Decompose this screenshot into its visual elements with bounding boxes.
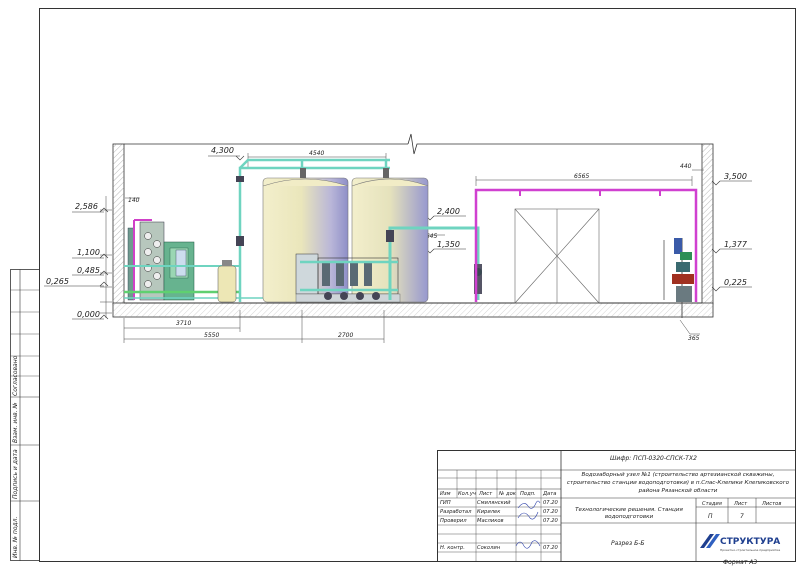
title-block xyxy=(437,450,796,562)
pipe-magenta-overhead xyxy=(474,188,698,302)
dim-5550: 5550 xyxy=(204,332,219,339)
sheet-frame xyxy=(10,8,796,562)
level-mark-3500: 3,500 xyxy=(711,172,752,186)
tb-cipher: Шифр: ПСП-0320-СПСК-ТХ2 xyxy=(610,455,697,462)
svg-text:7: 7 xyxy=(740,513,744,520)
tb-section-title: Технологические решения. Станция водопод… xyxy=(575,507,683,520)
svg-text:Лист: Лист xyxy=(733,501,748,507)
svg-text:Подп.: Подп. xyxy=(520,491,536,497)
company-logo: СТРУКТУРА Проектно-строительное предприя… xyxy=(700,534,780,552)
level-mark-4300: 4,300 xyxy=(208,146,245,161)
svg-text:П: П xyxy=(708,513,713,520)
svg-text:0,485: 0,485 xyxy=(77,266,100,275)
svg-text:07.20: 07.20 xyxy=(543,545,559,551)
level-mark-0225: 0,225 xyxy=(711,278,752,292)
dim-2700: 2700 xyxy=(338,332,353,339)
dim-2645: 2645 xyxy=(422,233,437,240)
tb-project: Водозаборный узел №1 (строительство арте… xyxy=(566,472,790,494)
level-mark-2586: 2,586 xyxy=(72,202,109,213)
svg-text:4,300: 4,300 xyxy=(211,146,234,155)
svg-text:№ док: № док xyxy=(498,491,517,497)
stamp-vzam-inv: Взам. инв. № xyxy=(12,402,19,443)
dim-4540: 4540 xyxy=(309,150,324,157)
svg-text:0,000: 0,000 xyxy=(77,310,100,319)
inlet-assembly xyxy=(663,238,694,318)
dim-140: 140 xyxy=(128,197,140,204)
svg-text:Н. контр.: Н. контр. xyxy=(440,545,465,551)
svg-text:Разработал: Разработал xyxy=(440,509,472,515)
svg-text:СТРУКТУРА: СТРУКТУРА xyxy=(720,537,780,547)
building-section xyxy=(112,133,714,318)
svg-text:2,586: 2,586 xyxy=(75,202,98,211)
svg-text:1,350: 1,350 xyxy=(437,240,460,249)
dosing-tank xyxy=(217,260,237,303)
dim-440: 440 xyxy=(680,163,692,170)
svg-text:Смилянский: Смилянский xyxy=(477,500,511,506)
stamp-soglasovano: Согласовано xyxy=(12,355,19,396)
svg-text:Проектно-строительное предприя: Проектно-строительное предприятие xyxy=(720,548,780,552)
level-mark-1100: 1,100 xyxy=(72,248,109,259)
level-mark-0000: 0,000 xyxy=(72,310,109,320)
svg-text:Дата: Дата xyxy=(542,491,556,497)
dim-6565: 6565 xyxy=(574,173,589,180)
level-mark-1377: 1,377 xyxy=(711,240,752,254)
signatures xyxy=(515,500,541,549)
svg-text:07.20: 07.20 xyxy=(543,518,559,524)
stamp-inv-podl: Инв. № подл. xyxy=(12,517,19,558)
dim-3710: 3710 xyxy=(176,320,191,327)
dim-365: 365 xyxy=(688,335,700,342)
svg-text:1,377: 1,377 xyxy=(724,240,748,249)
level-mark-1350: 1,350 xyxy=(425,240,466,254)
stamp-podpis-data: Подпись и дата xyxy=(12,449,19,499)
tb-people: ГИП Смилянский 07.20 Разработал Кирилек … xyxy=(440,500,559,551)
svg-text:2,400: 2,400 xyxy=(437,207,460,216)
svg-text:0,265: 0,265 xyxy=(46,277,69,286)
level-mark-0265: 0,265 xyxy=(44,277,109,287)
svg-text:Листов: Листов xyxy=(761,501,781,507)
svg-text:Стадия: Стадия xyxy=(702,501,722,507)
svg-text:Масликов: Масликов xyxy=(477,518,504,524)
svg-text:3,500: 3,500 xyxy=(724,172,747,181)
svg-text:Кол.уч: Кол.уч xyxy=(458,491,476,497)
svg-text:07.20: 07.20 xyxy=(543,500,559,506)
svg-text:Кирилек: Кирилек xyxy=(477,509,501,515)
level-mark-0485: 0,485 xyxy=(72,266,109,276)
svg-text:Проверил: Проверил xyxy=(440,518,467,524)
svg-text:Изм: Изм xyxy=(440,491,451,497)
left-level-chain xyxy=(100,196,112,318)
pump-manifold xyxy=(295,253,401,303)
level-mark-2400: 2,400 xyxy=(425,207,466,221)
svg-text:07.20: 07.20 xyxy=(543,509,559,515)
svg-text:1,100: 1,100 xyxy=(77,248,100,257)
gate-opening xyxy=(514,208,600,304)
tb-sheet-title: Разрез Б-Б xyxy=(611,540,644,547)
svg-text:Лист: Лист xyxy=(478,491,493,497)
svg-text:0,225: 0,225 xyxy=(724,278,747,287)
tb-format: Формат А3 xyxy=(723,559,757,566)
svg-text:Соколин: Соколин xyxy=(477,545,501,551)
svg-text:ГИП: ГИП xyxy=(440,500,451,506)
